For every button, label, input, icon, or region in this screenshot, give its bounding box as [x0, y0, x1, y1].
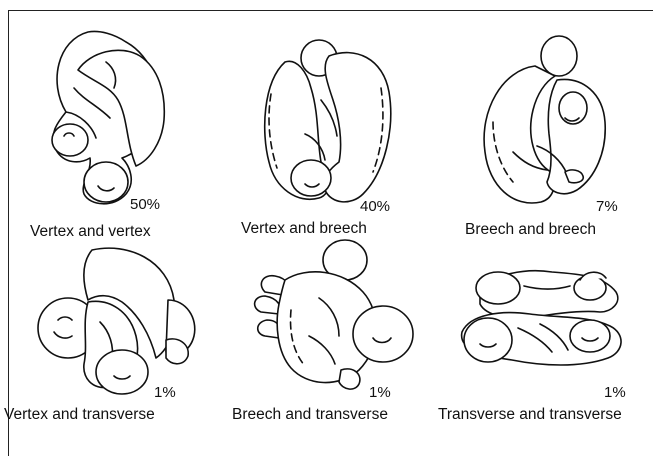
panel-transverse-transverse: 1% Transverse and transverse [440, 240, 652, 450]
percent-label: 1% [604, 384, 626, 401]
percent-label: 50% [130, 196, 160, 213]
twin-fetuses-breech-breech-illustration [453, 22, 653, 202]
twin-fetuses-transverse-transverse-illustration [440, 240, 653, 400]
panel-breech-transverse: 1% Breech and transverse [235, 240, 447, 450]
caption-label: Vertex and breech [241, 220, 367, 238]
caption-label: Breech and transverse [232, 406, 388, 424]
percent-label: 1% [369, 384, 391, 401]
caption-label: Vertex and vertex [30, 223, 151, 241]
panel-vertex-breech: 40% Vertex and breech [235, 22, 447, 232]
panel-vertex-transverse: 1% Vertex and transverse [18, 240, 230, 450]
caption-label: Breech and breech [465, 221, 596, 239]
twin-fetuses-breech-transverse-illustration [235, 240, 435, 400]
panel-vertex-vertex: 50% Vertex and vertex [18, 22, 230, 232]
twin-fetuses-vertex-breech-illustration [235, 22, 435, 202]
percent-label: 1% [154, 384, 176, 401]
percent-label: 40% [360, 198, 390, 215]
panel-breech-breech: 7% Breech and breech [453, 22, 653, 232]
percent-label: 7% [596, 198, 618, 215]
twin-fetuses-vertex-transverse-illustration [18, 240, 218, 400]
caption-label: Transverse and transverse [438, 406, 622, 424]
twin-fetuses-vertex-vertex-illustration [18, 22, 218, 202]
caption-label: Vertex and transverse [4, 406, 155, 424]
